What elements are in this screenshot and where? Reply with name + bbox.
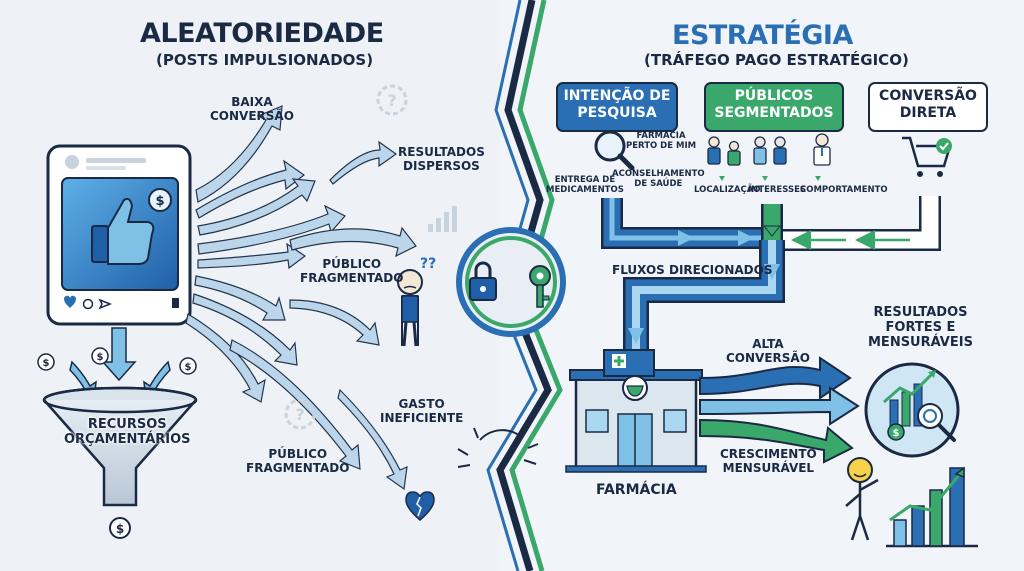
right-subtitle: (TRÁFEGO PAGO ESTRATÉGICO)	[644, 51, 909, 69]
phone-card: $	[46, 144, 192, 326]
label-farmacia-perto: FARMÁCIA PERTO DE MIM	[626, 131, 697, 151]
question-circle-icon	[376, 84, 408, 116]
svg-text:$: $	[43, 358, 50, 369]
right-title: ESTRATÉGIA	[672, 20, 853, 51]
coin-icon-2	[91, 347, 109, 365]
label-farmacia: FARMÁCIA	[596, 482, 677, 498]
left-title: ALEATORIEDADE	[140, 18, 384, 49]
comment-icon	[82, 298, 94, 310]
bookmark-icon	[172, 298, 179, 308]
label-gasto-ineficiente: GASTO INEFICIENTE	[380, 397, 464, 425]
scattered-arrows	[185, 105, 417, 491]
lock-key-circle	[456, 227, 566, 337]
label-entrega: ENTREGA DE MEDICAMENTOS	[546, 175, 624, 195]
coin-icon-3	[179, 357, 197, 375]
label-fluxos-direcionados: FLUXOS DIRECIONADOS	[612, 263, 773, 277]
people-group-icon	[707, 133, 831, 166]
svg-text:$: $	[893, 428, 900, 439]
funnel-icon	[42, 386, 198, 507]
growth-bar-chart-icon	[886, 466, 978, 548]
segment-triangles	[719, 176, 821, 181]
share-icon	[98, 298, 113, 310]
question-circle-icon-2	[284, 398, 316, 430]
label-baixa-conversao: BAIXA CONVERSÃO	[210, 95, 294, 123]
left-subtitle: (POSTS IMPULSIONADOS)	[156, 51, 374, 69]
label-interesses: INTERESSES	[748, 185, 807, 195]
label-recursos-orcamentarios: RECURSOS ORÇAMENTÁRIOS	[64, 417, 191, 447]
label-publico-fragmentado-1: PÚBLICO FRAGMENTADO	[300, 257, 404, 285]
broken-circle-icon	[457, 427, 539, 468]
coin-bottom-icon	[109, 517, 131, 539]
svg-text:$: $	[116, 522, 124, 536]
tag-conversao-direta: CONVERSÃO DIRETA	[868, 82, 988, 132]
label-localizacao: LOCALIZAÇÃO	[694, 185, 761, 195]
dollar-coin-icon	[148, 188, 172, 212]
key-icon	[529, 265, 551, 308]
tag-publicos-segmentados: PÚBLICOS SEGMENTADOS	[704, 82, 844, 132]
tag-intencao-pesquisa: INTENÇÃO DE PESQUISA	[556, 82, 678, 132]
label-alta-conversao: ALTA CONVERSÃO	[726, 337, 810, 365]
confused-person-icon: ??	[397, 256, 436, 347]
growth-arrows	[699, 356, 860, 464]
happy-person-icon	[845, 457, 879, 541]
flow-arrowheads	[628, 225, 910, 344]
svg-text:$: $	[185, 362, 192, 373]
svg-text:$: $	[155, 194, 164, 209]
svg-text:$: $	[97, 352, 104, 363]
svg-text:??: ??	[420, 256, 436, 272]
broken-heart-icon	[405, 491, 435, 521]
label-comportamento: COMPORTAMENTO	[800, 185, 888, 195]
svg-text:?: ?	[387, 91, 396, 110]
lock-icon	[469, 261, 497, 301]
thumbs-up-icon	[91, 197, 155, 265]
svg-text:?: ?	[295, 405, 304, 424]
label-publico-fragmentado-2: PÚBLICO FRAGMENTADO	[246, 447, 350, 475]
cart-icon	[902, 136, 952, 177]
label-crescimento: CRESCIMENTO MENSURÁVEL	[720, 447, 817, 475]
heart-icon	[64, 295, 76, 308]
bar-chart-small-icon	[428, 206, 457, 232]
magnifier-icon	[594, 130, 635, 171]
label-resultados-fortes: RESULTADOS FORTES E MENSURÁVEIS	[868, 305, 973, 350]
pharmacy-building-icon	[565, 349, 707, 473]
label-resultados-dispersos: RESULTADOS DISPERSOS	[398, 145, 485, 173]
label-aconselhamento: ACONSELHAMENTO DE SAÚDE	[612, 169, 705, 189]
coin-icon	[37, 353, 55, 371]
results-circle-icon: $	[864, 362, 960, 458]
